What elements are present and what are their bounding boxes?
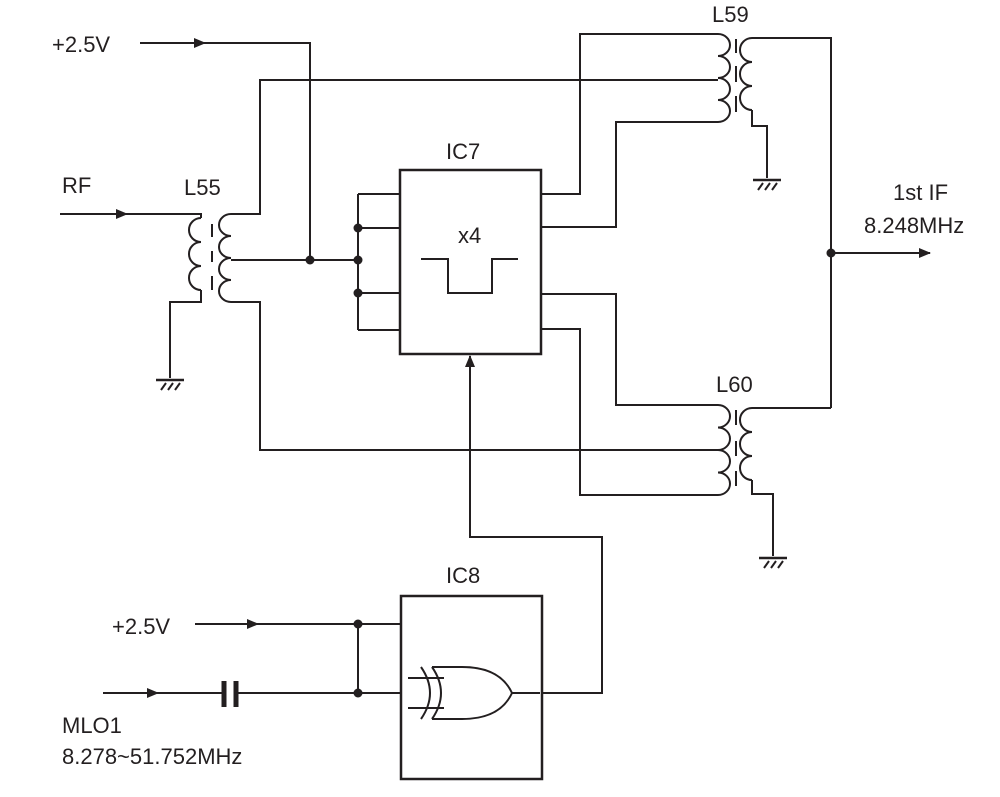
ground-icon bbox=[156, 378, 184, 391]
l55-to-l59-wire bbox=[231, 79, 718, 215]
label-l59: L59 bbox=[712, 2, 749, 27]
ic8-to-ic7-wire bbox=[465, 355, 603, 694]
ground-icon bbox=[759, 556, 787, 569]
pulse-icon bbox=[421, 258, 518, 294]
ic7-out4-wire bbox=[541, 328, 718, 496]
ic7-input-bus bbox=[353, 193, 400, 331]
l55-to-l60-wire bbox=[231, 301, 718, 451]
l60-transformer bbox=[717, 404, 753, 496]
ic7-out2-wire bbox=[541, 121, 718, 228]
v-top-wire bbox=[140, 42, 311, 260]
label-mlo1: MLO1 bbox=[62, 713, 122, 738]
label-v-top: +2.5V bbox=[52, 32, 110, 57]
label-mlo-freq: 8.278~51.752MHz bbox=[62, 744, 242, 769]
ic7-out3-wire bbox=[541, 293, 718, 406]
label-if-out: 1st IF bbox=[893, 180, 948, 205]
label-ic7: IC7 bbox=[446, 139, 480, 164]
l55-ground-wire bbox=[169, 290, 202, 378]
ic7-block bbox=[398, 168, 543, 356]
label-rf: RF bbox=[62, 173, 91, 198]
ground-icon bbox=[753, 178, 781, 191]
label-ic7-func: x4 bbox=[458, 223, 481, 248]
label-l55: L55 bbox=[184, 175, 221, 200]
l60-ground-wire bbox=[751, 480, 774, 556]
xor-gate-icon bbox=[408, 666, 540, 720]
l59-out-wire bbox=[752, 37, 832, 408]
ic8-block bbox=[399, 594, 544, 781]
label-if-freq: 8.248MHz bbox=[864, 213, 964, 238]
label-v-bottom: +2.5V bbox=[112, 614, 170, 639]
label-l60: L60 bbox=[716, 372, 753, 397]
l59-ground-wire bbox=[751, 110, 768, 178]
l59-transformer bbox=[717, 33, 753, 123]
l55-transformer bbox=[188, 213, 232, 303]
label-ic8: IC8 bbox=[446, 563, 480, 588]
capacitor-icon bbox=[221, 681, 239, 707]
ic7-out1-wire bbox=[541, 33, 718, 195]
